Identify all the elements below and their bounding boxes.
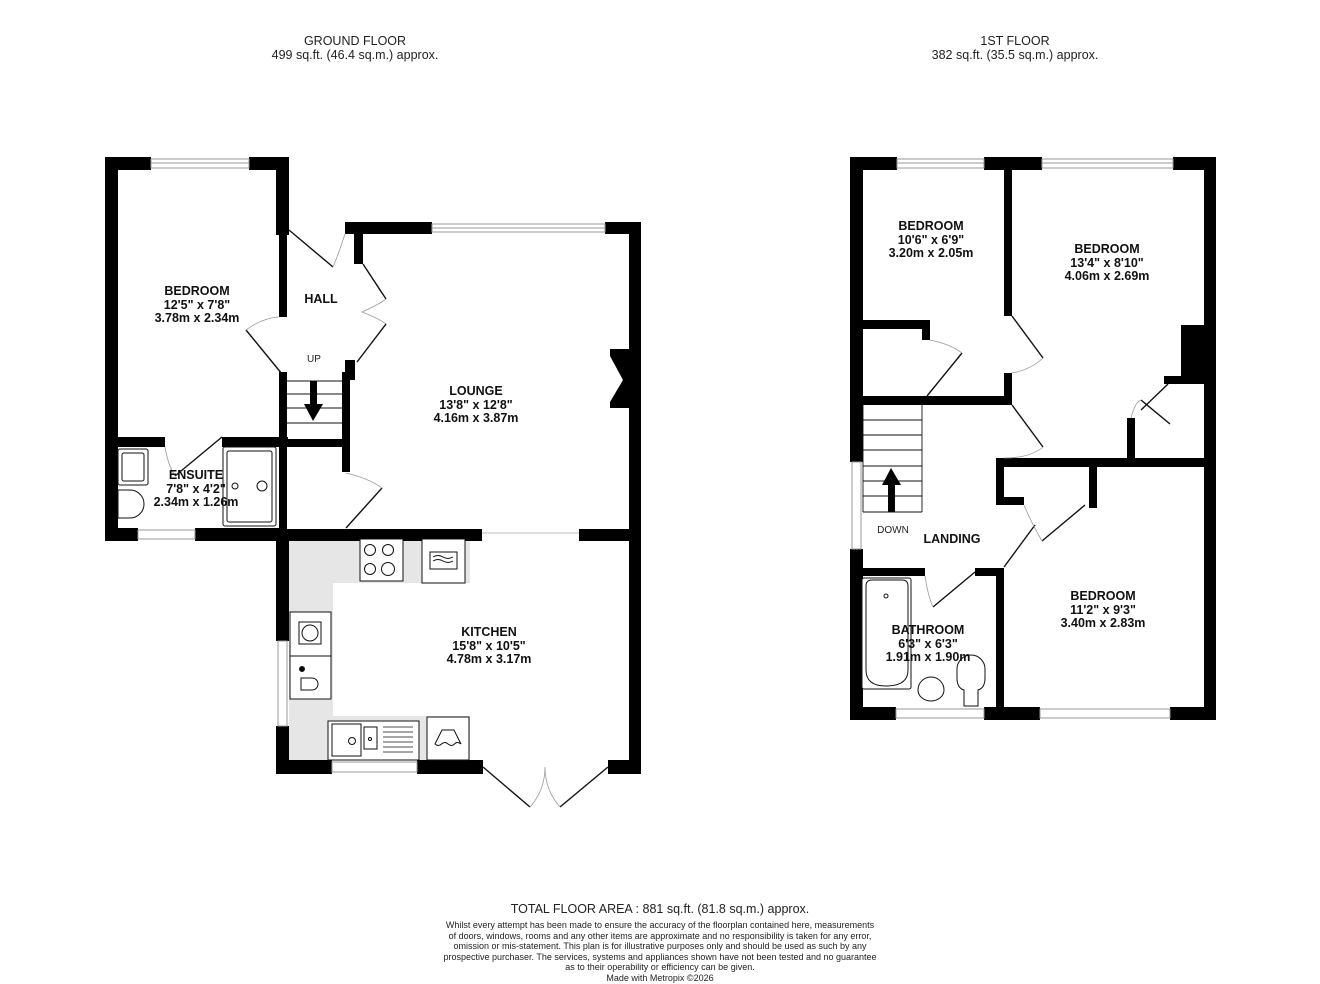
ground-doors	[164, 229, 609, 808]
stair-label-up: UP	[307, 354, 321, 365]
room-label-bathroom: BATHROOM 6'3" x 6'3" 1.91m x 1.90m	[885, 623, 971, 665]
room-label-kitchen: KITCHEN 15'8" x 10'5" 4.78m x 3.17m	[446, 625, 532, 667]
room-name: BEDROOM	[1070, 589, 1136, 603]
disclaimer-line: omission or mis-statement. This plan is …	[453, 941, 867, 952]
room-label-ground-bedroom: BEDROOM 12'5" x 7'8" 3.78m x 2.34m	[154, 284, 240, 326]
first-doors	[924, 315, 1171, 608]
room-label-landing: LANDING	[923, 532, 981, 546]
disclaimer-line: as to their operability or efficiency ca…	[565, 962, 755, 973]
room-metric: 4.16m x 3.87m	[433, 411, 519, 425]
drainer-lines	[383, 726, 413, 753]
toilet-icon	[956, 654, 986, 707]
disclaimer-line: prospective purchaser. The services, sys…	[443, 951, 877, 962]
room-imperial: 15'8" x 10'5"	[452, 638, 526, 653]
ground-floor-plan	[105, 157, 641, 808]
ground-floor-title: GROUND FLOOR	[303, 34, 407, 48]
footer: TOTAL FLOOR AREA : 881 sq.ft. (81.8 sq.m…	[410, 902, 910, 984]
disclaimer-line: of doors, windows, rooms and any other i…	[448, 930, 872, 941]
ground-floor-header: GROUND FLOOR 499 sq.ft. (46.4 sq.m.) app…	[230, 34, 480, 62]
first-stairs	[862, 405, 923, 513]
room-imperial: 13'4" x 8'10"	[1070, 255, 1144, 270]
ground-floor-area: 499 sq.ft. (46.4 sq.m.) approx.	[271, 48, 439, 62]
first-floor-plan	[850, 157, 1216, 720]
stair-up-arrow-icon	[882, 468, 901, 512]
room-label-first-bedroom-3: BEDROOM 11'2" x 9'3" 3.40m x 2.83m	[1060, 589, 1146, 631]
room-imperial: 13'8" x 12'8"	[439, 397, 513, 412]
basin-icon	[917, 676, 945, 702]
room-metric: 4.78m x 3.17m	[446, 652, 532, 666]
room-imperial: 7'8" x 4'2"	[166, 481, 226, 496]
room-metric: 3.20m x 2.05m	[888, 246, 974, 260]
stair-label-down: DOWN	[877, 525, 909, 536]
stair-down-arrow-icon	[304, 381, 323, 421]
room-label-lounge: LOUNGE 13'8" x 12'8" 4.16m x 3.87m	[433, 384, 519, 426]
room-name: BEDROOM	[1074, 242, 1140, 256]
room-name: BEDROOM	[164, 284, 230, 298]
room-label-first-bedroom-2: BEDROOM 13'4" x 8'10" 4.06m x 2.69m	[1064, 242, 1150, 284]
room-metric: 3.78m x 2.34m	[154, 311, 240, 325]
disclaimer-line: Whilst every attempt has been made to en…	[445, 920, 875, 930]
first-floor-header: 1ST FLOOR 382 sq.ft. (35.5 sq.m.) approx…	[900, 34, 1130, 62]
toilet-icon	[117, 489, 145, 519]
kitchen-fixtures	[289, 538, 470, 761]
dishwasher-icon	[426, 716, 470, 761]
room-metric: 1.91m x 1.90m	[885, 650, 971, 664]
room-imperial: 11'2" x 9'3"	[1070, 602, 1136, 617]
first-walls	[850, 157, 1216, 720]
ground-walls	[105, 157, 641, 774]
room-name: KITCHEN	[461, 625, 517, 639]
room-name: BEDROOM	[898, 219, 964, 233]
bathroom-fixtures	[861, 577, 986, 707]
first-floor-area: 382 sq.ft. (35.5 sq.m.) approx.	[931, 48, 1099, 62]
room-metric: 4.06m x 2.69m	[1064, 269, 1150, 283]
room-label-first-bedroom-1: BEDROOM 10'6" x 6'9" 3.20m x 2.05m	[888, 219, 974, 261]
room-imperial: 10'6" x 6'9"	[897, 232, 965, 247]
credit: Made with Metropix ©2026	[606, 972, 714, 983]
ensuite-fixtures	[117, 446, 277, 527]
room-name: LOUNGE	[449, 384, 503, 398]
room-name: ENSUITE	[168, 468, 224, 482]
ground-windows	[137, 158, 606, 773]
room-name: BATHROOM	[891, 623, 965, 637]
room-metric: 2.34m x 1.26m	[153, 495, 239, 509]
room-label-ensuite: ENSUITE 7'8" x 4'2" 2.34m x 1.26m	[153, 468, 239, 510]
total-floor-area: TOTAL FLOOR AREA : 881 sq.ft. (81.8 sq.m…	[510, 902, 810, 916]
room-metric: 3.40m x 2.83m	[1060, 616, 1146, 630]
room-imperial: 6'3" x 6'3"	[898, 636, 958, 651]
first-floor-title: 1ST FLOOR	[980, 34, 1050, 48]
room-imperial: 12'5" x 7'8"	[163, 297, 231, 312]
room-label-hall: HALL	[304, 292, 338, 306]
